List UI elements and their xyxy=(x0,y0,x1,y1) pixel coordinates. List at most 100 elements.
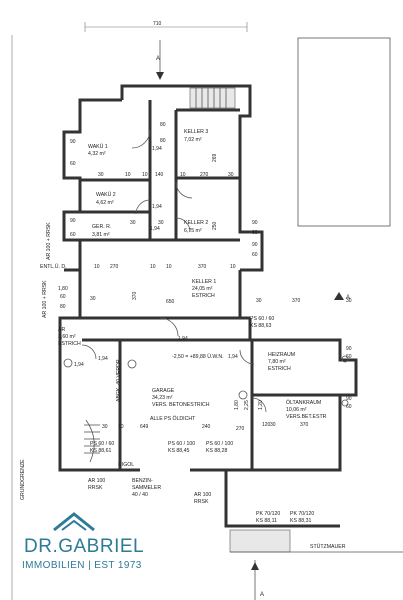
section-marker-mid: A xyxy=(334,292,350,301)
retaining-wall xyxy=(229,529,403,553)
svg-text:10: 10 xyxy=(230,264,236,270)
svg-text:650: 650 xyxy=(166,299,175,305)
svg-text:3,81 m²: 3,81 m² xyxy=(92,232,110,238)
label-abgk: ABGK. 40 VERDR. xyxy=(116,358,122,402)
label-ar-rrsk-2: AR 100 + RRSK xyxy=(42,280,48,318)
room-heizraum: HEIZRAUM 7,80 m² ESTRICH xyxy=(268,352,295,372)
svg-text:VERS.BET.ESTR: VERS.BET.ESTR xyxy=(286,414,327,420)
svg-text:80: 80 xyxy=(160,122,166,128)
door-markers xyxy=(63,355,349,407)
section-marker-bottom: A xyxy=(251,560,264,600)
svg-text:1,80: 1,80 xyxy=(234,400,240,410)
svg-text:AR: AR xyxy=(58,327,65,333)
svg-text:34,23 m²: 34,23 m² xyxy=(152,395,173,401)
room-waku1: WAKÜ 1 4,32 m² xyxy=(88,143,108,157)
svg-text:1,20: 1,20 xyxy=(258,400,264,410)
svg-text:HEIZRAUM: HEIZRAUM xyxy=(268,352,295,358)
label-rigol: RIGOL xyxy=(118,462,134,468)
section-marker-top: A xyxy=(156,40,164,80)
svg-text:60: 60 xyxy=(252,230,258,236)
interior-walls xyxy=(80,100,340,470)
label-stutzmauer: STÜTZMAUER xyxy=(310,543,346,550)
svg-text:1,94: 1,94 xyxy=(152,204,162,210)
svg-text:1,94: 1,94 xyxy=(74,362,84,368)
door-swings xyxy=(81,129,267,413)
staircase-lower xyxy=(84,419,100,463)
svg-text:3,60 m²: 3,60 m² xyxy=(58,334,76,340)
svg-text:710: 710 xyxy=(153,21,162,27)
svg-text:370: 370 xyxy=(292,298,301,304)
outer-walls xyxy=(58,84,358,528)
svg-text:ESTRICH: ESTRICH xyxy=(58,341,81,347)
svg-text:90: 90 xyxy=(252,220,258,226)
svg-text:A: A xyxy=(260,592,264,598)
svg-text:30: 30 xyxy=(158,220,164,226)
svg-text:30: 30 xyxy=(102,424,108,430)
room-oltank: ÖLTANKRAUM 10,06 m² VERS.BET.ESTR xyxy=(286,399,327,420)
svg-text:60: 60 xyxy=(70,232,76,238)
room-keller3: KELLER 3 7,02 m² xyxy=(184,129,208,143)
svg-text:ÖLTANKRAUM: ÖLTANKRAUM xyxy=(286,399,321,406)
svg-text:KELLER 1: KELLER 1 xyxy=(192,279,216,285)
svg-text:240: 240 xyxy=(202,424,211,430)
room-garage: GARAGE 34,23 m² VERS. BETONESTRICH xyxy=(152,388,210,408)
svg-text:10: 10 xyxy=(125,172,131,178)
svg-text:10: 10 xyxy=(150,264,156,270)
svg-text:1,94: 1,94 xyxy=(150,226,160,232)
svg-text:KELLER 2: KELLER 2 xyxy=(184,220,208,226)
label-level: -2,50 = +89,88 Ü.W.N. xyxy=(172,353,224,360)
svg-text:60: 60 xyxy=(60,294,66,300)
svg-text:GARAGE: GARAGE xyxy=(152,388,175,394)
svg-text:90: 90 xyxy=(346,396,352,402)
svg-text:10: 10 xyxy=(142,172,148,178)
label-benzin-1: BENZIN- xyxy=(132,478,153,484)
svg-text:VERS. BETONESTRICH: VERS. BETONESTRICH xyxy=(152,402,210,408)
svg-text:10: 10 xyxy=(166,264,172,270)
room-keller2: KELLER 2 6,75 m² xyxy=(184,220,208,234)
svg-text:KS 88,31: KS 88,31 xyxy=(290,518,311,524)
svg-text:30: 30 xyxy=(130,220,136,226)
label-ar100-b: AR 100 xyxy=(194,492,211,498)
svg-text:1,94: 1,94 xyxy=(98,356,108,362)
svg-text:PS 60 / 100: PS 60 / 100 xyxy=(168,441,195,447)
svg-text:10,06 m²: 10,06 m² xyxy=(286,407,307,413)
svg-text:270: 270 xyxy=(200,172,209,178)
svg-text:370: 370 xyxy=(300,422,309,428)
svg-text:7,02 m²: 7,02 m² xyxy=(184,137,202,143)
svg-text:60: 60 xyxy=(252,252,258,258)
svg-text:PS 60 / 100: PS 60 / 100 xyxy=(206,441,233,447)
svg-text:KS 88,61: KS 88,61 xyxy=(90,448,111,454)
svg-text:30: 30 xyxy=(346,298,352,304)
svg-text:4,32 m²: 4,32 m² xyxy=(88,151,106,157)
svg-text:A: A xyxy=(346,295,350,301)
svg-text:30: 30 xyxy=(256,298,262,304)
svg-text:270: 270 xyxy=(236,426,245,432)
svg-text:PS 60 / 60: PS 60 / 60 xyxy=(90,441,114,447)
svg-text:30: 30 xyxy=(90,296,96,302)
logo-tagline: IMMOBILIEN | EST 1973 xyxy=(22,560,142,571)
svg-text:30: 30 xyxy=(228,172,234,178)
room-waku2: WAKÜ 2 4,62 m² xyxy=(96,191,116,206)
room-keller1: KELLER 1 24,05 m² ESTRICH xyxy=(192,279,216,299)
svg-text:60: 60 xyxy=(346,404,352,410)
svg-text:80: 80 xyxy=(60,304,66,310)
svg-text:60: 60 xyxy=(346,354,352,360)
label-ar100-b2: RRSK xyxy=(194,499,209,505)
svg-text:120: 120 xyxy=(262,422,271,428)
svg-text:ESTRICH: ESTRICH xyxy=(192,293,215,299)
svg-text:10: 10 xyxy=(94,264,100,270)
svg-text:30: 30 xyxy=(98,172,104,178)
svg-text:KELLER 3: KELLER 3 xyxy=(184,129,208,135)
svg-text:24,05 m²: 24,05 m² xyxy=(192,286,213,292)
svg-text:60: 60 xyxy=(70,161,76,167)
room-ger-r: GER. R. 3,81 m² xyxy=(92,224,111,238)
label-ar-rrsk-1: AR 100 + RRSK xyxy=(46,222,52,260)
svg-text:1,80: 1,80 xyxy=(58,286,68,292)
dimension-numbers: 90 60 80 80 1,94 10 10 30 140 10 270 30 … xyxy=(58,122,352,432)
svg-text:90: 90 xyxy=(70,139,76,145)
svg-text:90: 90 xyxy=(346,346,352,352)
label-benzin-3: 40 / 40 xyxy=(132,492,148,498)
svg-text:7,80 m²: 7,80 m² xyxy=(268,359,286,365)
svg-text:ESTRICH: ESTRICH xyxy=(268,366,291,372)
company-logo: DR.GABRIEL IMMOBILIEN | EST 1973 xyxy=(18,508,168,586)
